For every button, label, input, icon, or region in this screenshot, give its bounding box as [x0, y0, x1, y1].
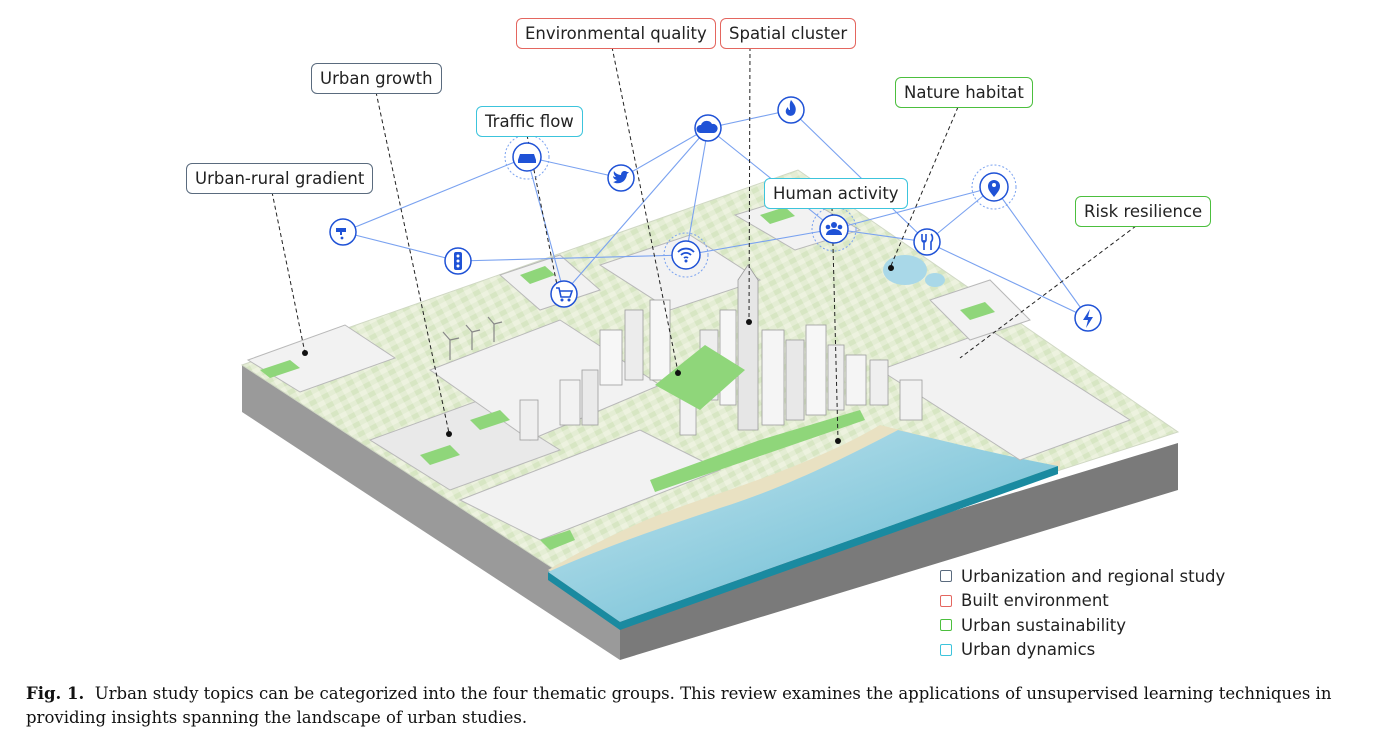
location-pin-icon: [971, 164, 1017, 210]
figure-caption: Fig. 1. Urban study topics can be catego…: [26, 682, 1386, 730]
twitter-icon: [607, 164, 635, 192]
leader-lines: [271, 46, 1137, 441]
green-spaces: [260, 207, 995, 550]
legend-swatch-sustainability: [940, 619, 952, 632]
people-icon: [811, 206, 857, 252]
cloud-icon: [694, 114, 722, 142]
legend: Urbanization and regional study Built en…: [940, 564, 1225, 662]
shopping-cart-icon: [550, 280, 578, 308]
water-tap-icon: [329, 218, 357, 246]
label-spatial-cluster: Spatial cluster: [720, 18, 857, 49]
label-urban-rural-gradient: Urban-rural gradient: [186, 163, 374, 194]
label-urban-growth: Urban growth: [311, 63, 442, 94]
wifi-icon: [663, 232, 709, 278]
traffic-light-icon: [444, 247, 472, 275]
label-nature-habitat: Nature habitat: [895, 77, 1033, 108]
wind-turbine-icon: [442, 316, 503, 360]
leader-dots: [302, 265, 894, 444]
legend-swatch-urbanization: [940, 570, 952, 583]
legend-swatch-dynamics: [940, 643, 952, 656]
label-risk-resilience: Risk resilience: [1075, 196, 1212, 227]
lake: [883, 255, 927, 285]
legend-item: Urbanization and regional study: [940, 564, 1225, 589]
downtown-towers: [519, 264, 923, 441]
fire-icon: [777, 96, 805, 124]
fork-knife-icon: [913, 228, 941, 256]
legend-swatch-built-environment: [940, 594, 952, 607]
label-traffic-flow: Traffic flow: [476, 106, 583, 137]
sea-area: [548, 425, 1060, 630]
legend-item: Urban dynamics: [940, 638, 1225, 663]
legend-item: Built environment: [940, 589, 1225, 614]
caption-text: Urban study topics can be categorized in…: [26, 684, 1332, 727]
car-icon: [504, 134, 550, 180]
label-human-activity: Human activity: [764, 178, 908, 209]
lightning-icon: [1074, 304, 1102, 332]
figure-number: Fig. 1.: [26, 684, 85, 703]
legend-item: Urban sustainability: [940, 613, 1225, 638]
label-environmental-quality: Environmental quality: [516, 18, 716, 49]
